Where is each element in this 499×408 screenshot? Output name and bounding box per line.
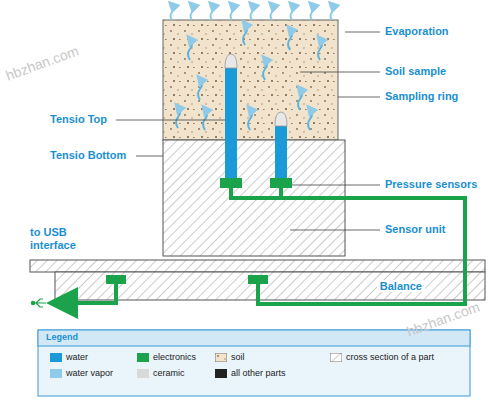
vapor-arrow xyxy=(308,109,312,130)
tensio-top xyxy=(225,66,237,182)
vapor-arrow xyxy=(171,5,174,20)
balance-plate xyxy=(30,260,485,272)
balance-electronics xyxy=(248,275,268,284)
vapor-arrow xyxy=(203,109,207,130)
part-label: Sampling ring xyxy=(385,90,458,103)
balance-bar: Balance xyxy=(55,272,485,300)
balance-electronics xyxy=(106,275,126,284)
vapor-arrow xyxy=(263,59,267,80)
vapor-arrow xyxy=(231,5,234,20)
legend-text: water xyxy=(66,352,88,363)
legend-title: Legend xyxy=(46,331,78,344)
legend-swatch xyxy=(215,353,227,362)
vapor-arrow xyxy=(271,5,274,20)
legend-swatch xyxy=(215,369,227,378)
vapor-arrow xyxy=(291,5,294,20)
legend-swatch xyxy=(137,353,149,362)
vapor-arrow xyxy=(318,39,322,60)
vapor-arrow xyxy=(243,24,247,45)
legend-text: electronics xyxy=(153,352,196,363)
pressure-sensor xyxy=(270,178,292,188)
node-label: Balance xyxy=(377,280,425,292)
balance-body xyxy=(55,272,485,300)
part-label: Tensio Bottom xyxy=(50,149,126,162)
legend-swatch xyxy=(137,369,149,378)
vapor-arrow xyxy=(188,39,192,60)
vapor-arrow xyxy=(191,5,194,20)
vapor-arrow xyxy=(251,5,254,20)
legend-text: water vapor xyxy=(66,368,113,379)
legend-text: ceramic xyxy=(153,368,185,379)
usb-wire xyxy=(62,284,116,303)
part-label: Tensio Top xyxy=(50,113,107,126)
part-label: Sensor unit xyxy=(385,223,446,236)
ceramic-cup xyxy=(275,112,287,126)
legend-text: soil xyxy=(231,352,245,363)
leader-lines xyxy=(116,32,380,230)
legend-text: cross section of a part xyxy=(346,352,434,363)
pressure-sensor xyxy=(220,178,242,188)
ceramic-cup xyxy=(225,54,237,68)
watermark: hbzhan.com xyxy=(4,42,81,83)
usb-symbol xyxy=(31,299,46,307)
vapor-arrow xyxy=(248,109,252,130)
legend-swatch xyxy=(50,353,62,362)
vapor-arrow xyxy=(311,5,314,20)
legend-panel xyxy=(38,330,470,396)
vapor-arrows xyxy=(171,5,334,130)
vapor-arrow xyxy=(288,29,292,50)
part-label: Soil sample xyxy=(385,65,446,78)
vapor-arrow xyxy=(211,5,214,20)
vapor-arrow xyxy=(298,89,302,110)
soil-sample xyxy=(163,20,338,140)
part-label: Evaporation xyxy=(385,25,449,38)
vapor-arrow xyxy=(198,79,202,100)
vapor-arrow xyxy=(331,5,334,20)
legend-swatch xyxy=(50,369,62,378)
part-label: to USB interface xyxy=(30,226,100,252)
sensor-wire xyxy=(231,188,465,304)
part-label: Pressure sensors xyxy=(385,178,477,191)
vapor-arrow xyxy=(176,107,180,128)
sensor-wire xyxy=(279,188,283,198)
legend-swatch xyxy=(330,353,342,362)
tensio-bottom xyxy=(275,124,287,182)
legend-header xyxy=(38,330,470,346)
legend-text: all other parts xyxy=(231,368,286,379)
